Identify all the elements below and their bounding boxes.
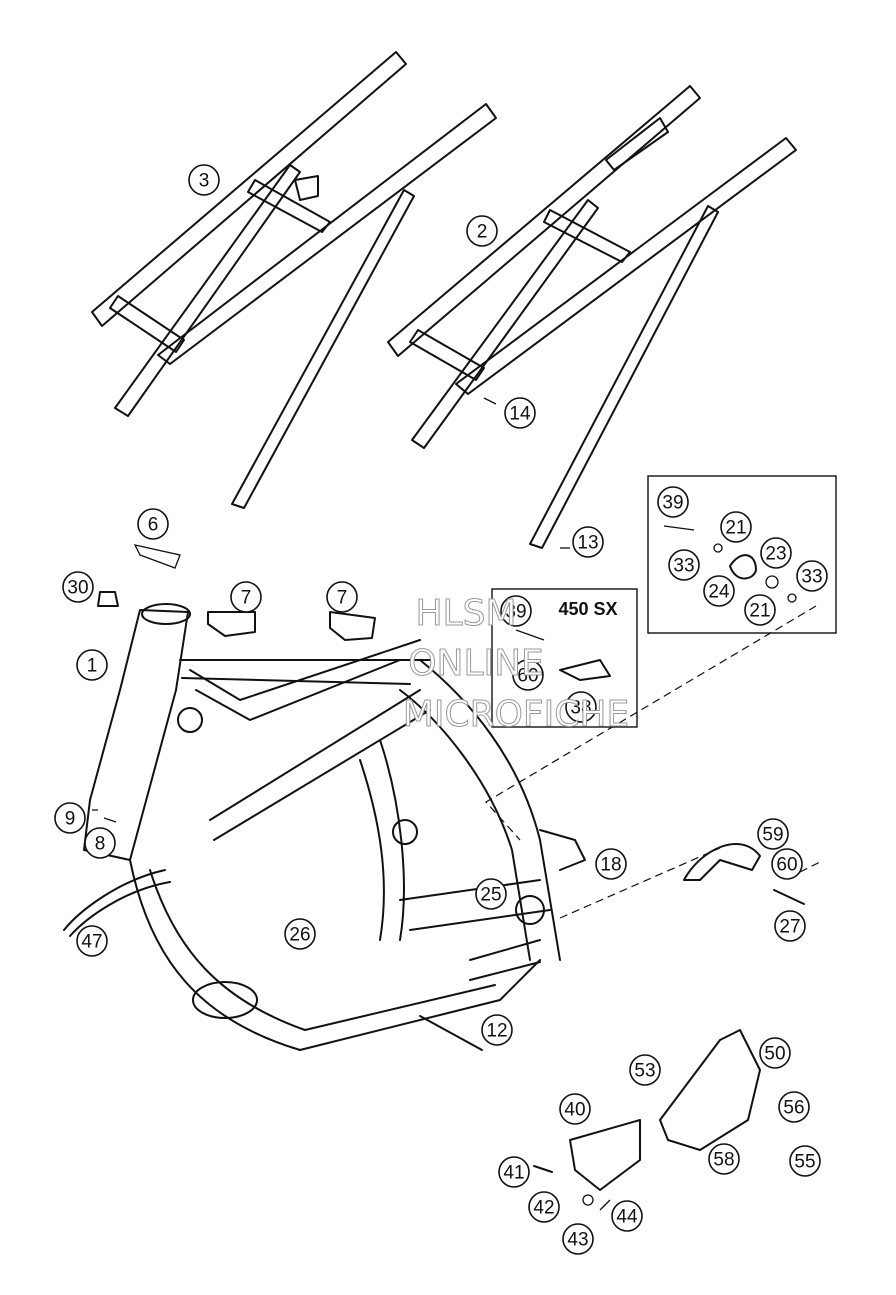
svg-text:55: 55	[794, 1152, 815, 1173]
callout-25[interactable]: 25	[475, 878, 507, 910]
svg-text:26: 26	[289, 925, 310, 946]
watermark: HLSM ONLINE MICROFICHE	[402, 593, 629, 736]
inset-box-bushings	[647, 475, 837, 634]
svg-text:30: 30	[67, 578, 88, 599]
leader-line	[559, 847, 721, 919]
callout-33[interactable]: 33	[668, 549, 700, 581]
svg-text:25: 25	[480, 885, 501, 906]
callout-40[interactable]: 40	[559, 1093, 591, 1125]
callout-58[interactable]: 58	[708, 1143, 740, 1175]
callout-18[interactable]: 18	[595, 848, 627, 880]
svg-text:7: 7	[241, 588, 252, 609]
svg-text:43: 43	[567, 1230, 588, 1251]
callout-50[interactable]: 50	[759, 1037, 791, 1069]
callout-59[interactable]: 59	[757, 818, 789, 850]
svg-text:24: 24	[708, 582, 730, 603]
callout-24[interactable]: 24	[703, 575, 735, 607]
callout-1[interactable]: 1	[76, 649, 108, 681]
svg-text:8: 8	[95, 834, 106, 855]
svg-text:13: 13	[577, 533, 598, 554]
svg-text:18: 18	[600, 855, 621, 876]
callout-56[interactable]: 56	[778, 1091, 810, 1123]
svg-text:21: 21	[725, 518, 746, 539]
hardware	[63, 397, 805, 1211]
svg-text:42: 42	[533, 1198, 554, 1219]
svg-text:60: 60	[517, 666, 538, 687]
svg-text:1: 1	[87, 656, 98, 677]
svg-text:58: 58	[713, 1150, 734, 1171]
callout-43[interactable]: 43	[562, 1223, 594, 1255]
svg-text:38: 38	[570, 698, 591, 719]
svg-text:39: 39	[505, 602, 526, 623]
watermark-line-2: ONLINE	[408, 643, 544, 684]
svg-text:44: 44	[616, 1207, 638, 1228]
svg-text:56: 56	[783, 1098, 804, 1119]
svg-text:14: 14	[509, 404, 531, 425]
main-frame	[83, 603, 586, 1051]
watermark-line-1: HLSM	[415, 593, 516, 634]
callout-60[interactable]: 60	[771, 848, 803, 880]
callout-7[interactable]: 7	[230, 581, 262, 613]
callout-3[interactable]: 3	[188, 164, 220, 196]
callout-12[interactable]: 12	[481, 1014, 513, 1046]
leader-line	[485, 605, 817, 841]
svg-text:53: 53	[634, 1061, 655, 1082]
callout-41[interactable]: 41	[498, 1156, 530, 1188]
svg-text:33: 33	[801, 567, 822, 588]
callout-44[interactable]: 44	[611, 1200, 643, 1232]
watermark-line-3: MICROFICHE	[403, 694, 629, 735]
callout-60[interactable]: 60	[512, 659, 544, 691]
svg-text:21: 21	[749, 601, 770, 622]
callout-27[interactable]: 27	[774, 910, 806, 942]
svg-text:50: 50	[764, 1044, 785, 1065]
svg-text:59: 59	[762, 825, 783, 846]
callout-26[interactable]: 26	[284, 918, 316, 950]
callout-7[interactable]: 7	[326, 581, 358, 613]
svg-text:12: 12	[486, 1021, 507, 1042]
callout-38[interactable]: 38	[565, 691, 597, 723]
svg-text:23: 23	[765, 544, 786, 565]
svg-text:33: 33	[673, 556, 694, 577]
svg-text:41: 41	[503, 1163, 524, 1184]
callout-9[interactable]: 9	[54, 802, 86, 834]
callout-6[interactable]: 6	[137, 508, 169, 540]
callout-21[interactable]: 21	[720, 511, 752, 543]
leader-line	[799, 861, 821, 873]
callout-21[interactable]: 21	[744, 594, 776, 626]
svg-text:47: 47	[81, 932, 102, 953]
svg-text:39: 39	[662, 493, 683, 514]
callout-39[interactable]: 39	[657, 486, 689, 518]
subframe-2	[387, 85, 797, 549]
inset-box-variant	[491, 588, 638, 728]
callouts: 3 2 14 13 39 21 23 33 24 21 33 6 7 7 30 …	[54, 164, 828, 1255]
callout-47[interactable]: 47	[76, 925, 108, 957]
callout-39[interactable]: 39	[500, 595, 532, 627]
callout-33[interactable]: 33	[796, 560, 828, 592]
callout-8[interactable]: 8	[84, 827, 116, 859]
svg-text:3: 3	[199, 171, 210, 192]
callout-53[interactable]: 53	[629, 1054, 661, 1086]
svg-text:60: 60	[776, 855, 797, 876]
svg-text:7: 7	[337, 588, 348, 609]
variant-label: 450 SX	[558, 599, 617, 619]
svg-text:9: 9	[65, 809, 76, 830]
callout-14[interactable]: 14	[504, 397, 536, 429]
callout-55[interactable]: 55	[789, 1145, 821, 1177]
svg-text:27: 27	[779, 917, 800, 938]
svg-text:40: 40	[564, 1100, 585, 1121]
callout-2[interactable]: 2	[466, 215, 498, 247]
callout-42[interactable]: 42	[528, 1191, 560, 1223]
subframe-3	[91, 51, 497, 509]
svg-text:6: 6	[148, 515, 159, 536]
svg-text:2: 2	[477, 222, 488, 243]
callout-13[interactable]: 13	[572, 526, 604, 558]
callout-30[interactable]: 30	[62, 571, 94, 603]
callout-23[interactable]: 23	[760, 537, 792, 569]
